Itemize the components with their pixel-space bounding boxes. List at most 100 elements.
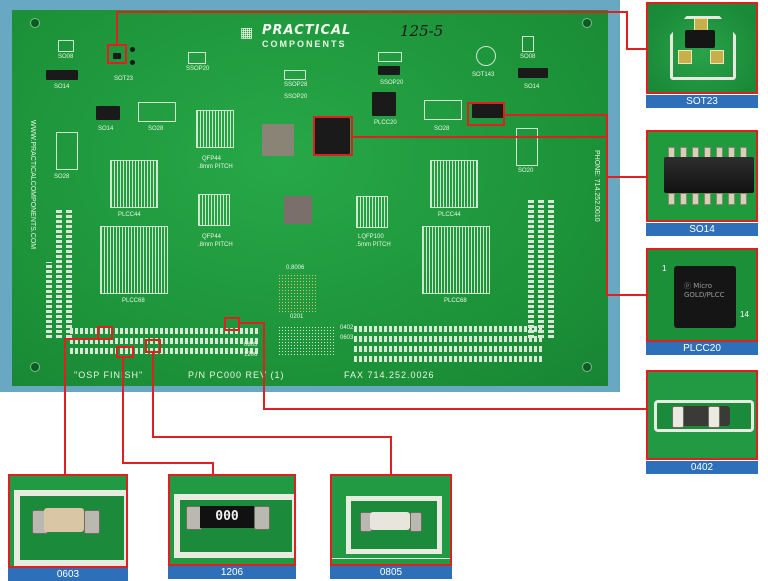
plcc44-label: PLCC44 [118, 212, 141, 218]
qfp44-label: QFP44 [202, 156, 222, 162]
highlight-so14 [467, 102, 505, 126]
connector-0805 [390, 436, 392, 474]
highlight-0402 [224, 317, 240, 331]
mounting-hole [582, 18, 592, 28]
passive-column [548, 200, 554, 338]
connector-0402 [263, 322, 265, 410]
plcc68r-footprint [422, 226, 490, 294]
row-label-0805: 0805 [244, 342, 258, 348]
finish-text: "OSP FINISH" [74, 370, 144, 380]
passive-row [354, 346, 544, 352]
connector-0402 [239, 322, 265, 324]
0603-body [44, 508, 84, 532]
passive-row [354, 326, 544, 332]
so14-tr-chip [518, 68, 548, 78]
so20-footprint [56, 132, 78, 170]
sot23-closeup [646, 2, 758, 94]
plcc20b-chip [372, 92, 396, 116]
0603-closeup [8, 474, 128, 568]
plcc20-chip [314, 118, 350, 154]
package-marking: ⓟ Micro GOLD/PLCC [684, 282, 724, 300]
row-label-0402: 0402 [340, 325, 354, 331]
qfp44b-label: QFP44 [202, 234, 222, 240]
0402-terminal [672, 406, 684, 428]
handwritten-note: 125-5 [400, 22, 444, 40]
sot23-chip [113, 53, 121, 59]
passive-column [528, 200, 534, 338]
so08-tr-footprint [522, 36, 534, 52]
so20-r-label: SO20 [518, 168, 534, 174]
ssop20-label: SSOP20 [186, 66, 210, 72]
so28-label: SO28 [148, 126, 164, 132]
so14-label: SO14 [98, 126, 114, 132]
connector-plcc20 [606, 294, 646, 296]
ssop28-footprint [284, 70, 306, 80]
highlight-0603 [97, 326, 113, 340]
connector-sot23 [116, 11, 118, 45]
so28-r-label: SO28 [434, 126, 450, 132]
qfp44-pitch: .8mm PITCH [198, 164, 233, 170]
0603-terminal [84, 510, 100, 534]
lqfp100-footprint [356, 196, 388, 228]
passive-row [354, 356, 544, 362]
connector-0805 [152, 436, 392, 438]
brand-name: PRACTICAL [262, 23, 352, 38]
0805-closeup [330, 474, 452, 566]
caption-1206: 1206 [168, 566, 296, 579]
connector-1206 [122, 462, 214, 464]
silkscreen-outline [670, 16, 736, 80]
so14-lead [680, 193, 687, 205]
ssop-chip [378, 66, 400, 75]
part-number-text: P/N PC000 REV (1) [188, 370, 285, 380]
fax-text: FAX 714.252.0026 [344, 370, 435, 380]
so14-package [664, 157, 754, 193]
row-label-0603: 0603 [340, 335, 354, 341]
1206-terminal [254, 506, 270, 530]
highlight-0805 [145, 339, 161, 353]
connector-0603 [64, 340, 66, 474]
bga-pad-grid [278, 274, 316, 312]
qfp44-footprint [196, 110, 234, 148]
0402-terminal [708, 406, 720, 428]
so14-tr-label: SO14 [524, 84, 540, 90]
1206-closeup: 000 [168, 474, 296, 566]
connector-0805 [152, 352, 154, 438]
so20-r-footprint [516, 128, 538, 166]
qfp44b-footprint [198, 194, 230, 226]
0805-terminal [410, 512, 422, 532]
passive-row [70, 338, 260, 344]
mounting-hole [30, 18, 40, 28]
so28-footprint [138, 102, 176, 122]
sot23-label: SOT23 [114, 76, 134, 82]
highlight-1206 [116, 346, 134, 358]
mounting-hole [30, 362, 40, 372]
sot23-pin [130, 47, 135, 52]
caption-0603: 0603 [8, 568, 128, 581]
caption-plcc20: PLCC20 [646, 342, 758, 355]
highlight-sot23 [107, 44, 127, 64]
bga-label: 0.8006 [286, 265, 305, 271]
marking-line-1: ⓟ Micro [684, 282, 713, 290]
plcc44r-footprint [430, 160, 478, 208]
0402-closeup [646, 370, 758, 460]
silkscreen-line [332, 558, 450, 559]
connector-so14 [606, 176, 646, 178]
qfn-chip [284, 196, 312, 224]
so14-lead [704, 193, 711, 205]
plcc20-closeup: ⓟ Micro GOLD/PLCC 1 14 [646, 248, 758, 342]
brand-subtitle: COMPONENTS [262, 39, 347, 49]
passive-column [538, 200, 544, 338]
caption-so14: SO14 [646, 223, 758, 236]
plcc20-label: PLCC20 [374, 120, 397, 126]
so14-label: SO14 [54, 84, 70, 90]
marking-line-2: GOLD/PLCC [684, 291, 725, 299]
lqfp100-label: LQFP100 [358, 234, 384, 240]
resistor-code: 000 [200, 506, 254, 528]
connector-0603 [64, 338, 98, 340]
pin1-label: 1 [662, 264, 667, 273]
passive-row [354, 336, 544, 342]
ssop20-footprint [188, 52, 206, 64]
sot143-label: SOT143 [472, 72, 495, 78]
plcc68-label: PLCC68 [122, 298, 145, 304]
connector-so14 [504, 114, 608, 116]
